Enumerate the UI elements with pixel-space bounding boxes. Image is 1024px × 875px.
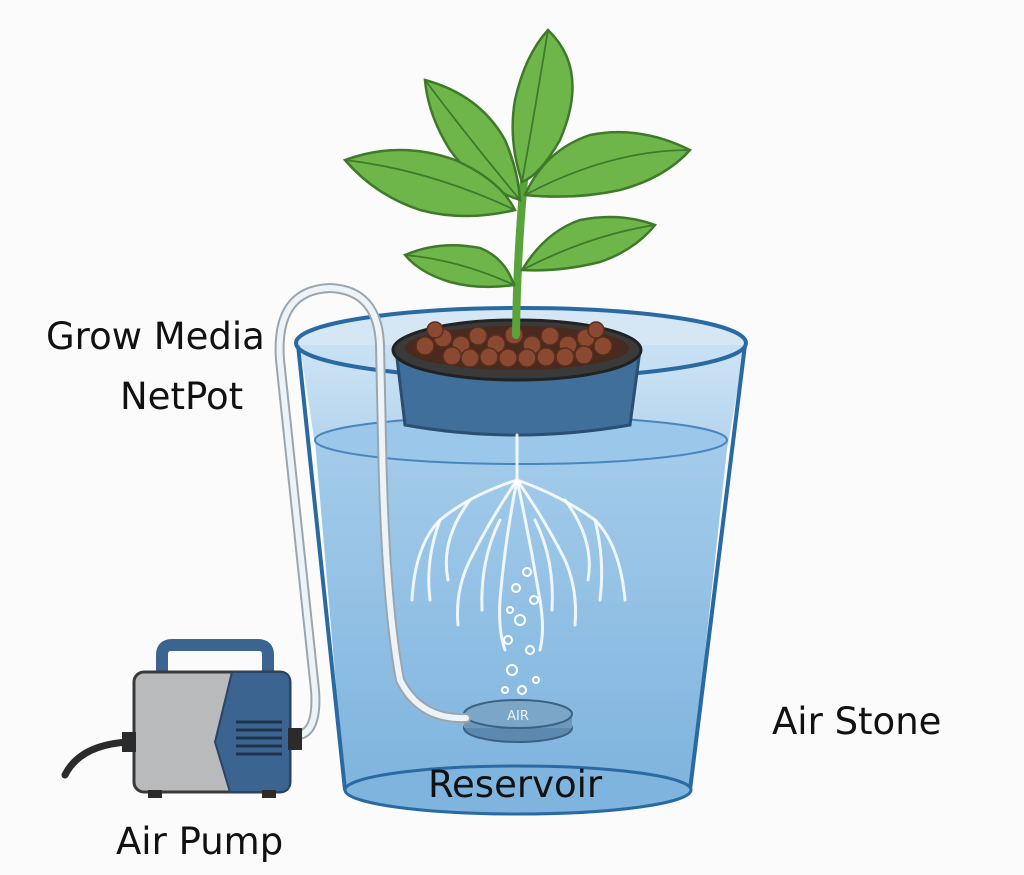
air-pump xyxy=(61,639,302,798)
air-tube xyxy=(274,283,471,740)
air-pump-label: Air Pump xyxy=(116,820,284,863)
air-bubbles xyxy=(501,567,540,695)
grow-media-pebbles xyxy=(415,321,613,368)
air-stone-text: AIR xyxy=(507,709,529,724)
air-stone-label: Air Stone xyxy=(772,700,942,743)
air-stone: AIR xyxy=(463,699,573,743)
reservoir-label: Reservoir xyxy=(428,763,603,806)
plant xyxy=(342,28,693,339)
plant-roots xyxy=(410,433,627,652)
netpot-label: NetPot xyxy=(120,375,244,418)
grow-media-label: Grow Media xyxy=(46,315,265,358)
